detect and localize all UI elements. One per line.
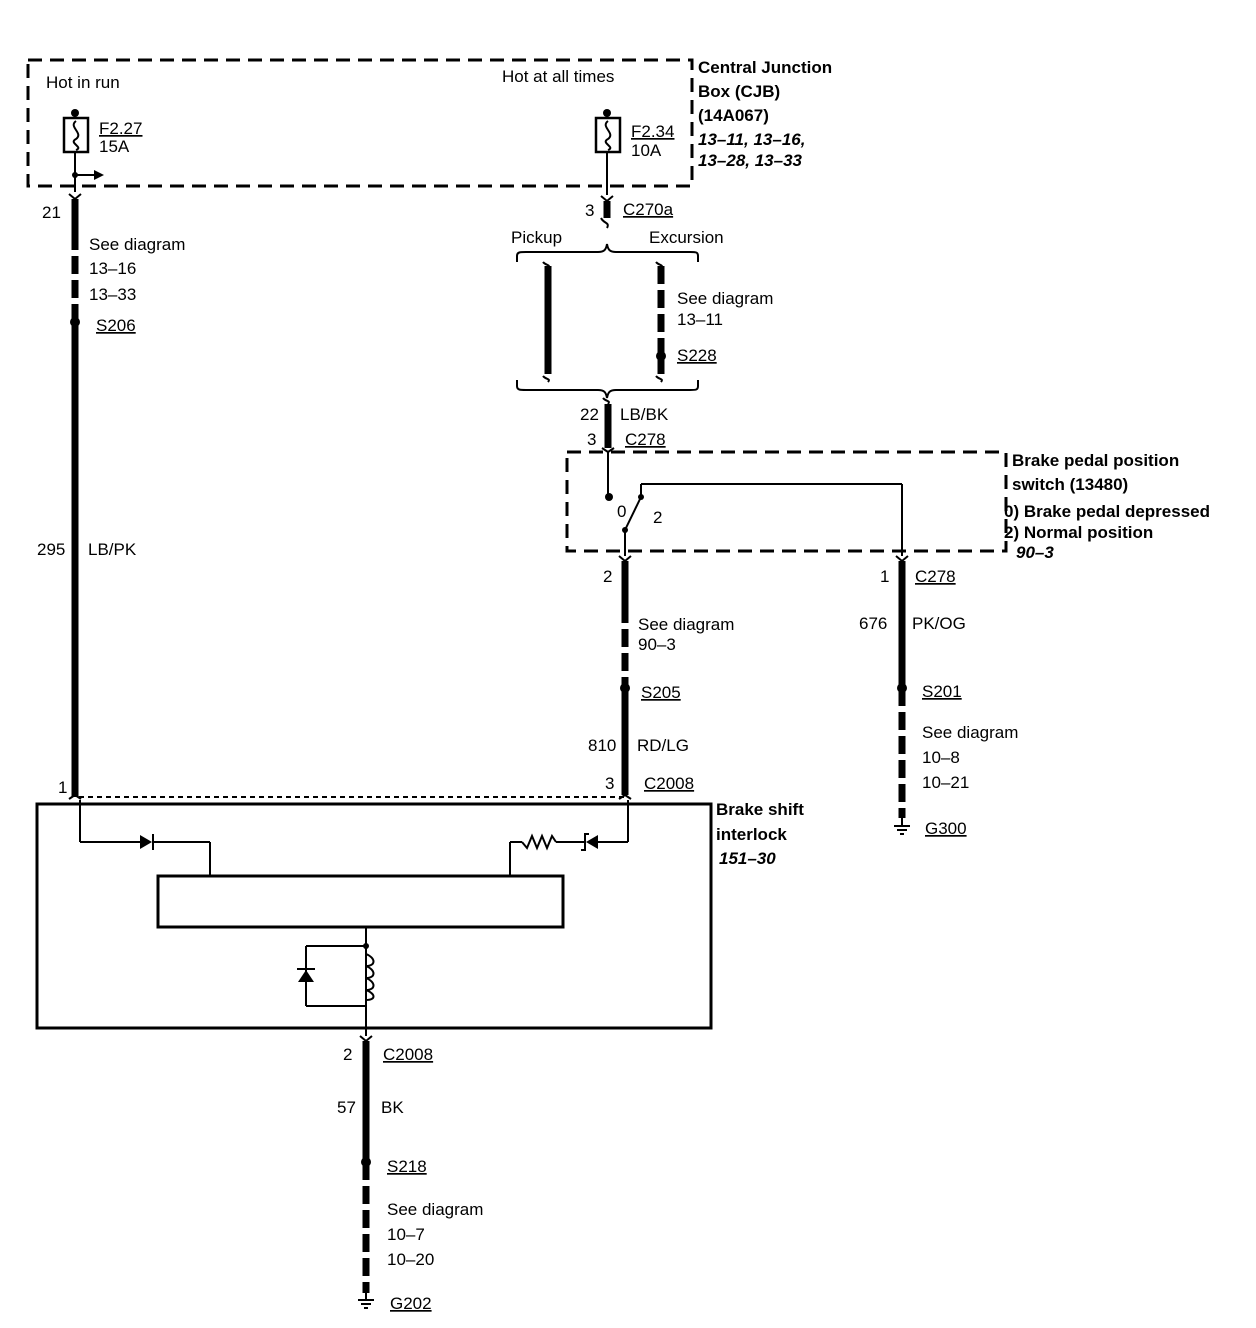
connector-c2008-top: C2008 [644, 774, 694, 793]
fuse-f2-34 [594, 109, 622, 195]
bpp-title-line2: switch (13480) [1012, 475, 1128, 494]
fuse2-id: F2.34 [631, 122, 674, 141]
left-ref2: 13–33 [89, 285, 136, 304]
ground-g300-icon [894, 818, 910, 835]
cjb-title-line2: Box (CJB) [698, 82, 780, 101]
ground-g300: G300 [925, 819, 967, 838]
mid-circuit-number: 810 [588, 736, 616, 755]
right-feed-circuit [516, 195, 699, 501]
connector-c278-top: C278 [625, 430, 666, 449]
connector-c270a: C270a [623, 200, 674, 219]
far-right-ref2: 10–21 [922, 773, 969, 792]
mid-see-diagram: See diagram [638, 615, 734, 634]
far-right-wire-color: PK/OG [912, 614, 966, 633]
solenoid-coil-icon [365, 953, 375, 1001]
far-right-see-diagram: See diagram [922, 723, 1018, 742]
splice-s218: S218 [387, 1157, 427, 1176]
bottom-circuit-number: 57 [337, 1098, 356, 1117]
cjb-refs-line1: 13–11, 13–16, [698, 130, 805, 149]
left-pin-bottom: 1 [58, 778, 67, 797]
cjb-part-number: (14A067) [698, 106, 769, 125]
bpp-ref: 90–3 [1016, 543, 1054, 562]
switch-contact-arm [624, 496, 642, 531]
mid-pin-top: 2 [603, 567, 612, 586]
bottom-pin: 2 [343, 1045, 352, 1064]
central-junction-box: Hot in run Hot at all times F2.27 15A F2… [26, 58, 832, 195]
middle-wire-circuit [618, 555, 632, 800]
hot-all-times-label: Hot at all times [502, 67, 614, 86]
bottom-see-diagram: See diagram [387, 1200, 483, 1219]
left-wire-color: LB/PK [88, 540, 137, 559]
excursion-label: Excursion [649, 228, 724, 247]
fuse1-id: F2.27 [99, 119, 142, 138]
mid-ref: 90–3 [638, 635, 676, 654]
connector-pin-marker [68, 193, 82, 201]
clamp-diode-icon [297, 968, 315, 982]
splice-s201: S201 [922, 682, 962, 701]
splice-s205: S205 [641, 683, 681, 702]
pickup-label: Pickup [511, 228, 562, 247]
splice-s206: S206 [96, 316, 136, 335]
bpp-pos0-desc: 0) Brake pedal depressed [1004, 502, 1210, 521]
left-pin-top: 21 [42, 203, 61, 222]
fuse-f2-27 [62, 109, 104, 192]
bottom-wire-circuit [358, 1035, 374, 1309]
right-ref: 13–11 [677, 310, 723, 329]
interlock-module-block [156, 874, 565, 929]
bpp-pos2-desc: 2) Normal position [1004, 523, 1153, 542]
bottom-wire-color: BK [381, 1098, 404, 1117]
ground-g202-icon [358, 1293, 374, 1309]
far-right-ref1: 10–8 [922, 748, 960, 767]
resistor-icon [521, 833, 557, 851]
left-ref1: 13–16 [89, 259, 136, 278]
fuse2-rating: 10A [631, 141, 662, 160]
left-circuit-number: 295 [37, 540, 65, 559]
cjb-outline [26, 58, 694, 188]
far-right-circuit-number: 676 [859, 614, 887, 633]
bottom-ref2: 10–20 [387, 1250, 434, 1269]
far-right-wire-circuit [894, 555, 910, 835]
right-wire-color: LB/BK [620, 405, 669, 424]
brake-pedal-position-switch [565, 450, 1008, 556]
connector-c278-bottom: C278 [915, 567, 956, 586]
interlock-ref: 151–30 [719, 849, 776, 868]
left-see-diagram: See diagram [89, 235, 185, 254]
fuse1-rating: 15A [99, 137, 130, 156]
connector-c2008-bottom: C2008 [383, 1045, 433, 1064]
switch-pos-2: 2 [653, 508, 662, 527]
left-wire-circuit [68, 193, 82, 800]
ground-g202: G202 [390, 1294, 432, 1313]
right-circuit-number: 22 [580, 405, 599, 424]
interlock-outline [35, 802, 713, 1030]
switch-pos-0: 0 [617, 502, 626, 521]
interlock-title-line2: interlock [716, 825, 787, 844]
mid-pin-bottom: 3 [605, 774, 614, 793]
mid-wire-color: RD/LG [637, 736, 689, 755]
bpp-switch-outline [565, 450, 1008, 553]
interlock-title-line1: Brake shift [716, 800, 804, 819]
far-right-pin: 1 [880, 567, 889, 586]
bpp-title-line1: Brake pedal position [1012, 451, 1179, 470]
right-see-diagram: See diagram [677, 289, 773, 308]
diode-icon [140, 834, 154, 850]
splice-s228: S228 [677, 346, 717, 365]
cjb-refs-line2: 13–28, 13–33 [698, 151, 803, 170]
hot-in-run-label: Hot in run [46, 73, 120, 92]
c278-pin: 3 [587, 430, 596, 449]
c270a-pin: 3 [585, 201, 594, 220]
cjb-title-line1: Central Junction [698, 58, 832, 77]
brake-shift-interlock [35, 796, 713, 1036]
bottom-ref1: 10–7 [387, 1225, 425, 1244]
